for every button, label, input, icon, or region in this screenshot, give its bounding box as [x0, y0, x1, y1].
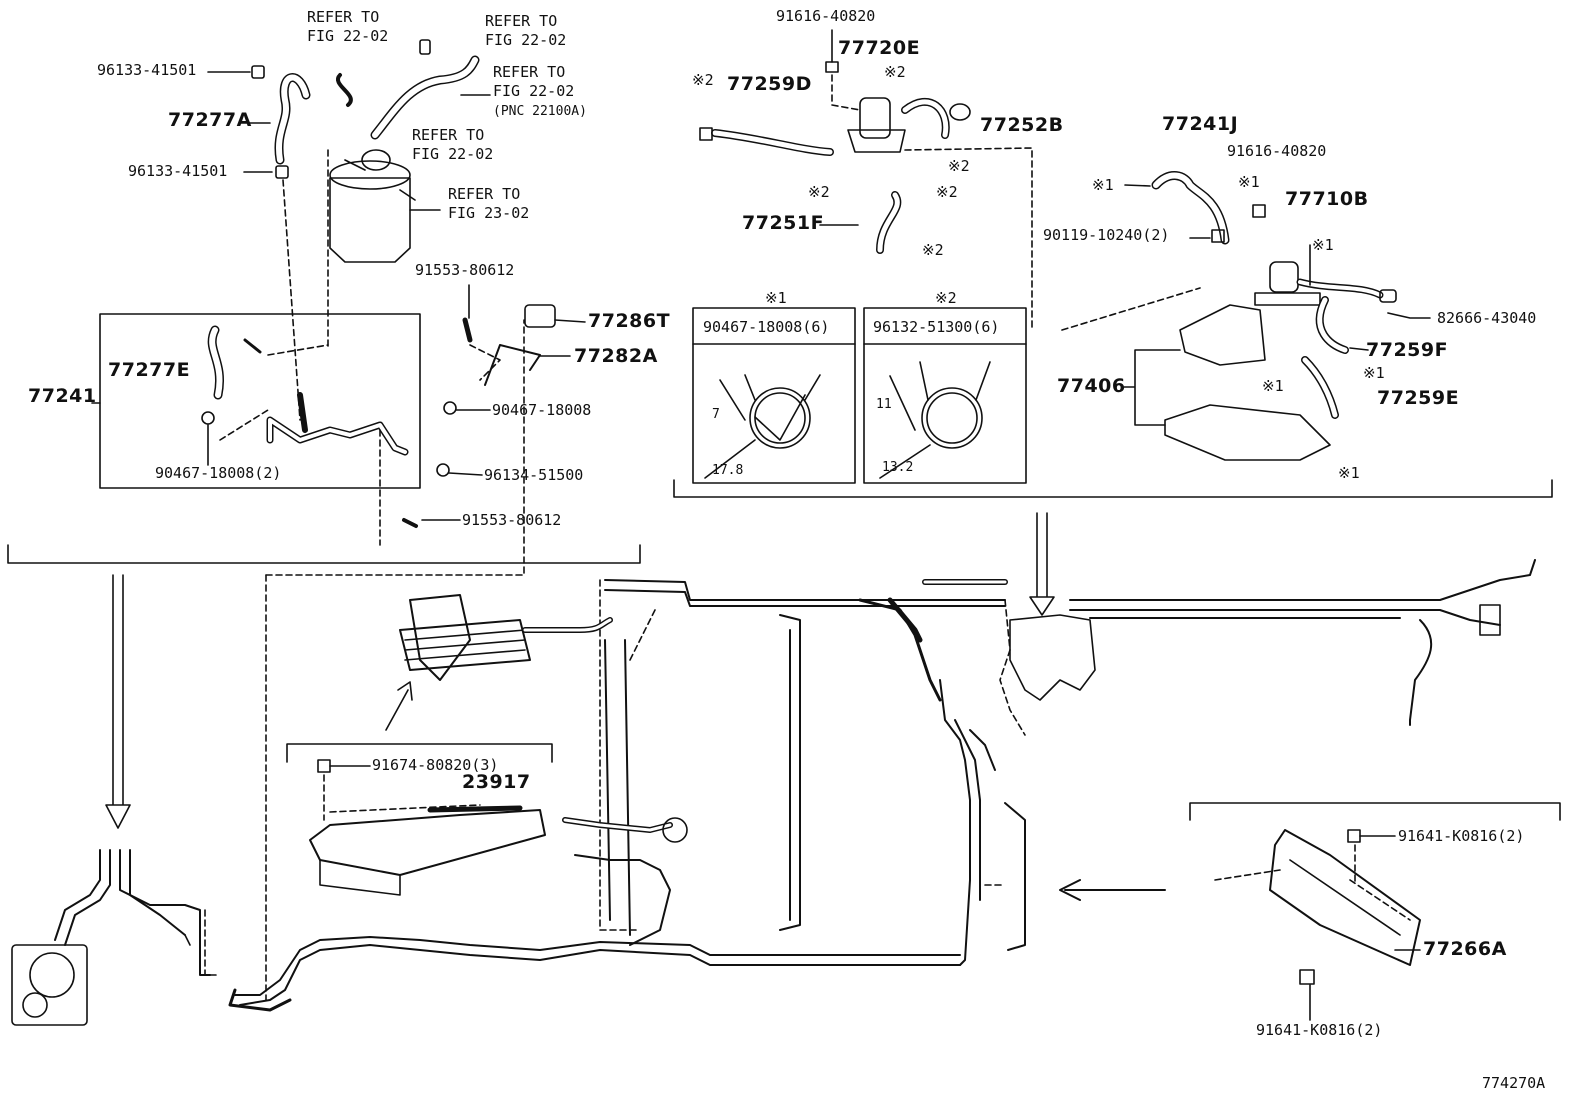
clamp-box-1: [692, 307, 856, 484]
mark-label: ※2: [808, 183, 830, 201]
part-label: 90467-18008: [492, 401, 592, 419]
clip-96133-b: [275, 165, 289, 179]
part-label: 77286T: [588, 310, 671, 332]
part-label: 77277A: [168, 109, 252, 131]
ref-text: REFER TO: [448, 185, 521, 203]
protector-77406: [1164, 404, 1331, 461]
mark-label: ※1: [1338, 464, 1360, 482]
tank-end-left: [11, 944, 88, 1026]
part-label: 77259F: [1366, 339, 1449, 361]
ref-fig: FIG 22-02: [307, 27, 389, 45]
group-bracket-left: [7, 544, 641, 564]
part-label: 91553-80612: [415, 261, 515, 279]
part-label: 91553-80612: [462, 511, 562, 529]
ref-fig: FIG 22-02: [493, 82, 575, 100]
ref-text: REFER TO: [412, 126, 485, 144]
mark-label: ※2: [922, 241, 944, 259]
cooler-body: [399, 619, 531, 671]
part-label: 77241: [28, 385, 97, 407]
ref-pnc: (PNC 22100A): [493, 104, 587, 119]
part-label: 91616-40820: [776, 7, 876, 25]
part-label: 77406: [1057, 375, 1126, 397]
ref-fig: FIG 23-02: [448, 204, 530, 222]
mark-label: ※2: [692, 71, 714, 89]
part-label: 77277E: [108, 359, 191, 381]
part-label: 77266A: [1423, 938, 1507, 960]
canister-lower: [1009, 614, 1096, 701]
mark-label: ※1: [1312, 236, 1334, 254]
mark-label: ※2: [948, 157, 970, 175]
part-label: 82666-43040: [1437, 309, 1537, 327]
clamp-box-part: 90467-18008(6): [703, 318, 830, 336]
bracket-77406: [1179, 304, 1266, 366]
part-label: 23917: [462, 771, 531, 793]
clip-96133-a: [251, 65, 265, 79]
ref-fig: FIG 22-02: [485, 31, 567, 49]
arrow-left: [1059, 879, 1166, 901]
mark-label: ※2: [884, 63, 906, 81]
canister-body: [329, 177, 411, 263]
valve-77720e: [859, 97, 891, 139]
mark-label: ※1: [1262, 377, 1284, 395]
bracket-right: [1189, 802, 1561, 821]
clamp-box-part: 96132-51300(6): [873, 318, 1000, 336]
mark-label: ※1: [1092, 176, 1114, 194]
part-label: 90467-18008(2): [155, 464, 282, 482]
part-label: 90119-10240(2): [1043, 226, 1170, 244]
box-77241: [99, 313, 421, 489]
ref-text: REFER TO: [485, 12, 558, 30]
group-bracket-center: [673, 479, 1553, 498]
clamp-dim: 11: [876, 397, 892, 412]
part-label: 77259E: [1377, 387, 1460, 409]
part-label: 96134-51500: [484, 466, 584, 484]
part-label: 77241J: [1162, 113, 1239, 135]
clamp-dim: 13.2: [882, 460, 914, 475]
arrow-down-left: [105, 574, 131, 829]
part-label: 91674-80820(3): [372, 756, 499, 774]
ref-text: REFER TO: [493, 63, 566, 81]
part-label: 77282A: [574, 345, 658, 367]
part-label: 77259D: [727, 73, 812, 95]
bracket-23917: [286, 743, 553, 763]
illustration-id: 774270A: [1482, 1074, 1546, 1092]
clamp-dim: 17.8: [712, 463, 744, 478]
clamp-box-mark: ※2: [935, 289, 957, 307]
clamp-dim: 7: [712, 407, 720, 422]
part-label: 77252B: [980, 114, 1064, 136]
part-label: 77710B: [1285, 188, 1369, 210]
part-label: 91616-40820: [1227, 142, 1327, 160]
part-label: 77251F: [742, 212, 825, 234]
clamp-box-mark: ※1: [765, 289, 787, 307]
ref-fig: FIG 22-02: [412, 145, 494, 163]
part-label: 77720E: [838, 37, 921, 59]
part-label: 91641-K0816(2): [1398, 827, 1525, 845]
arrow-down-center: [1029, 512, 1055, 616]
part-label: 91641-K0816(2): [1256, 1021, 1383, 1039]
protector-77266a: [1269, 829, 1421, 966]
mark-label: ※2: [936, 183, 958, 201]
clamp-box-2: [863, 307, 1027, 484]
part-label: 96133-41501: [97, 61, 197, 79]
mark-label: ※1: [1238, 173, 1260, 191]
cooler-23917: [309, 809, 546, 876]
valve-77710b: [1269, 261, 1299, 293]
mark-label: ※1: [1363, 364, 1385, 382]
ref-text: REFER TO: [307, 8, 380, 26]
part-label: 96133-41501: [128, 162, 228, 180]
